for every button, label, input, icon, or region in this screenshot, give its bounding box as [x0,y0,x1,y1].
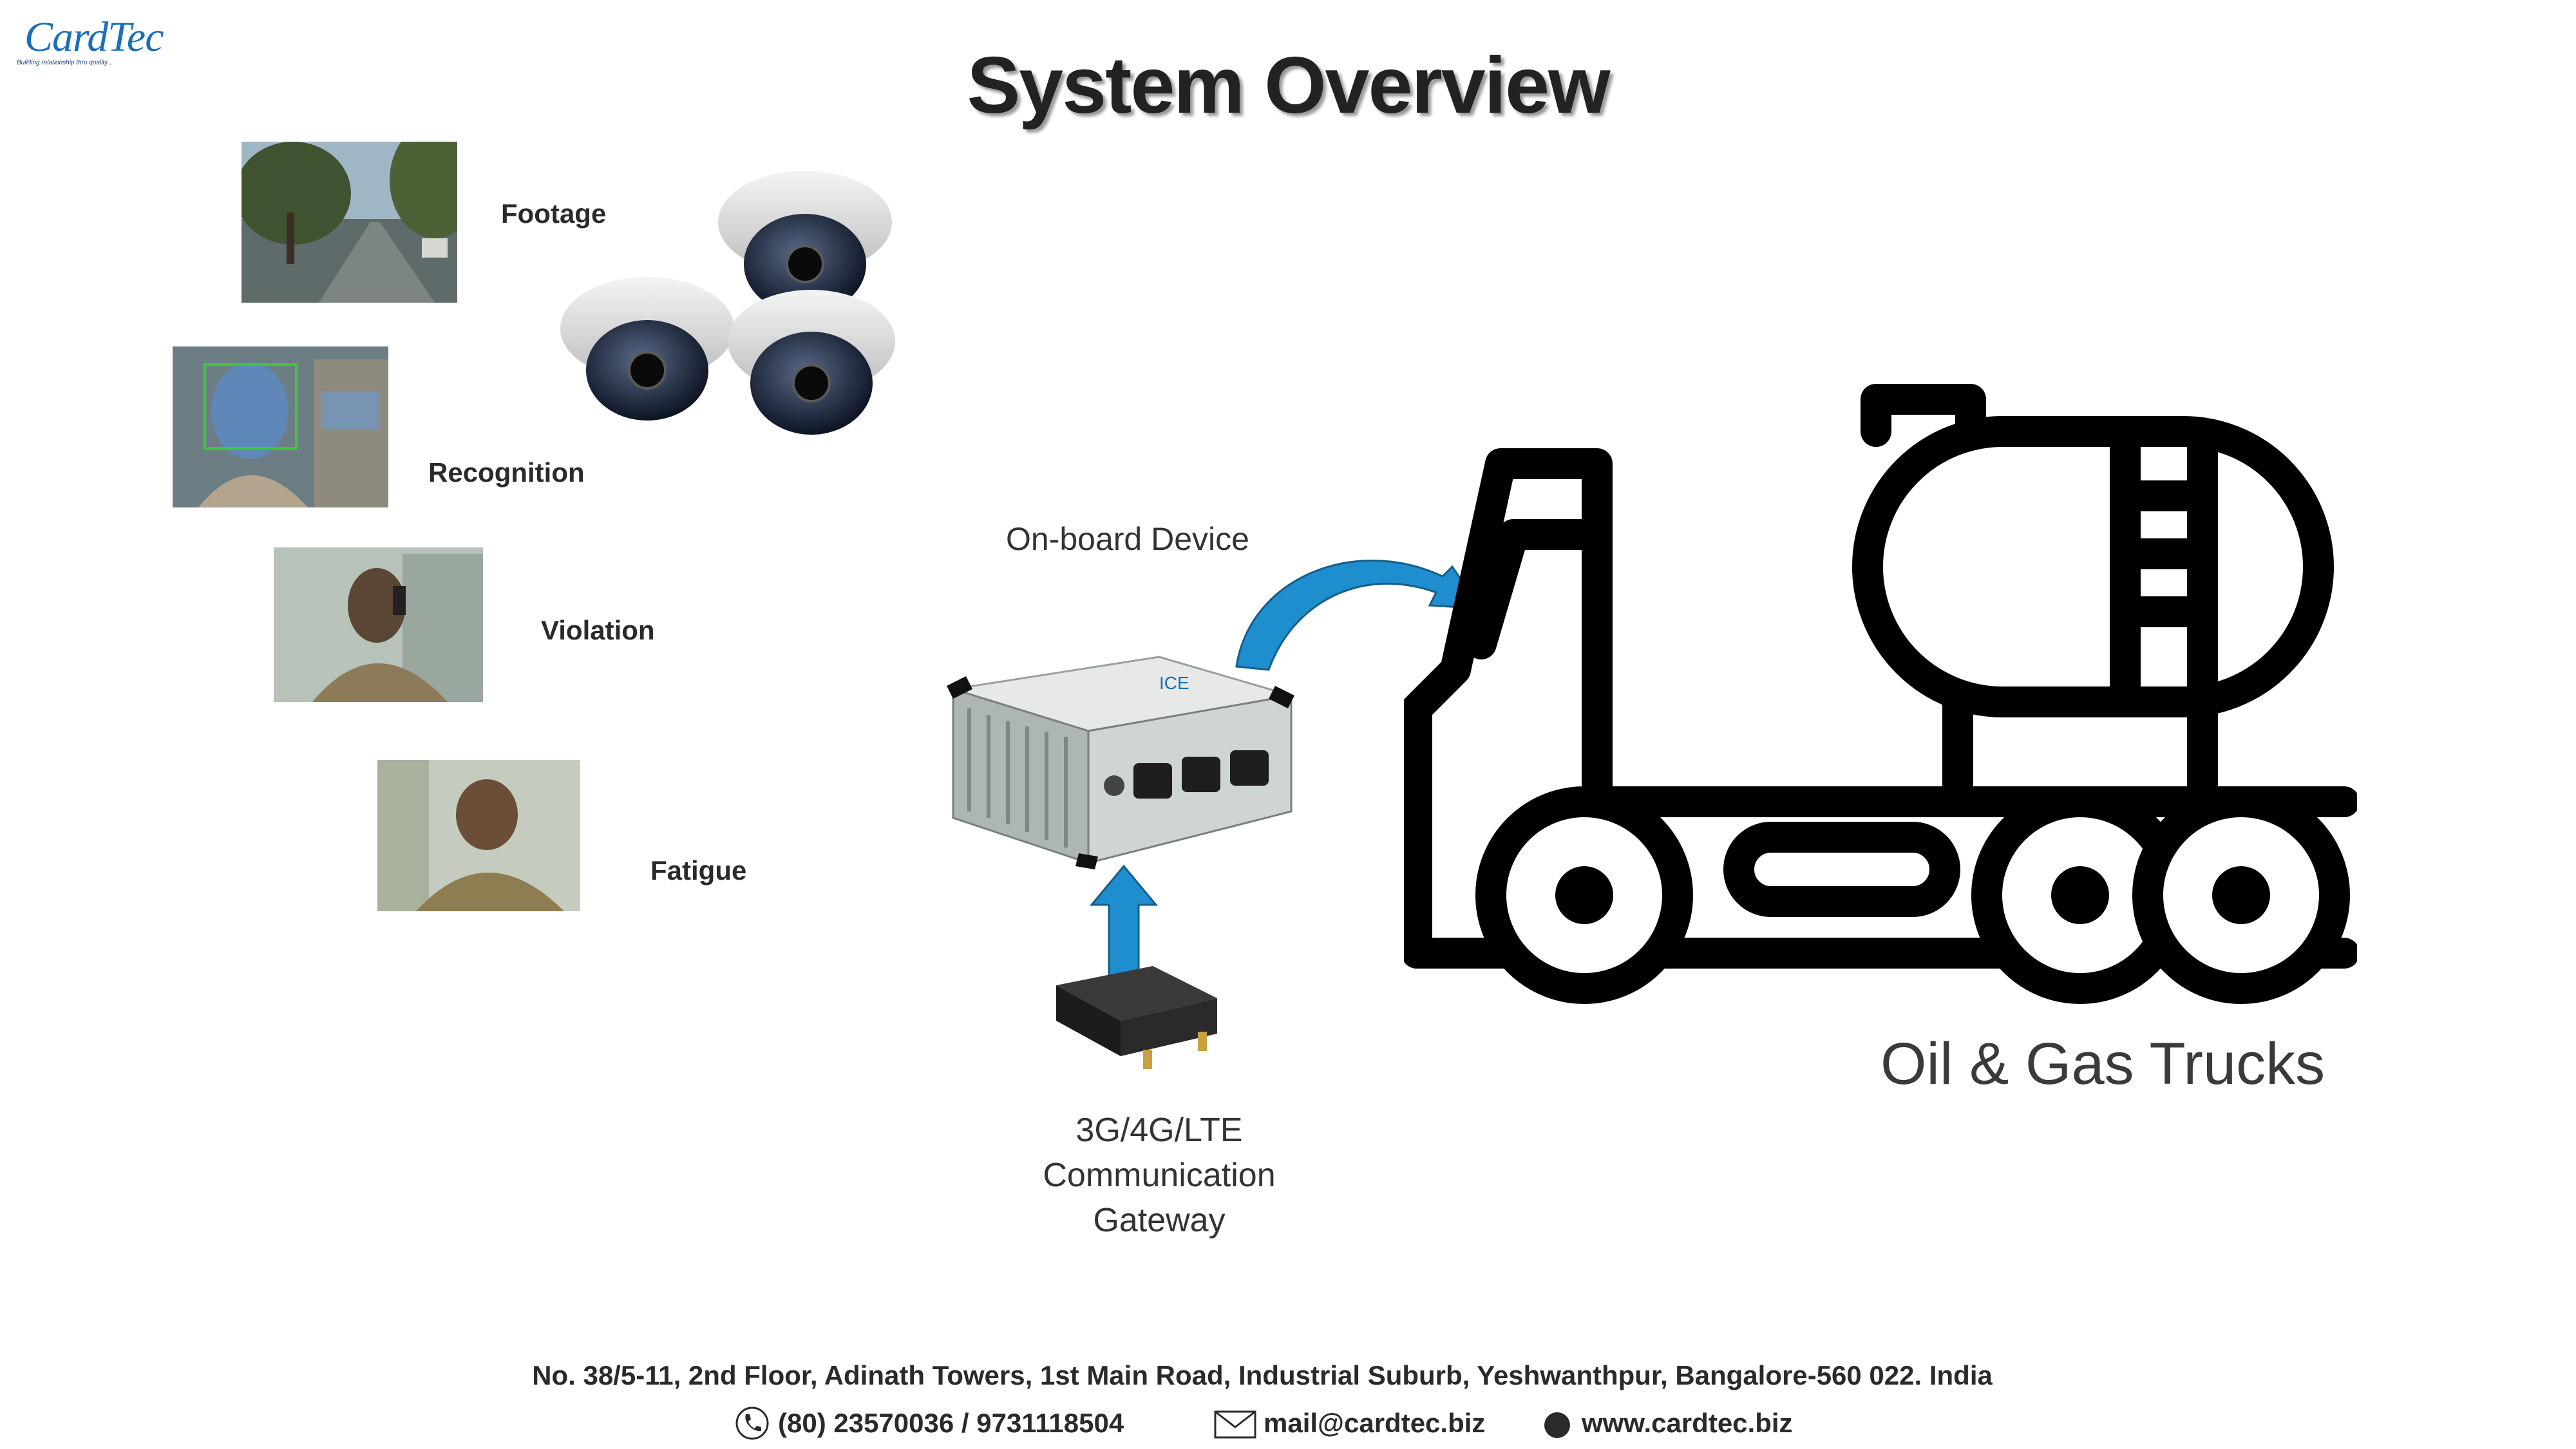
recognition-thumbnail [173,346,388,507]
gateway-device-image [1056,966,1217,1069]
gateway-label-line-1: 3G/4G/LTE [1075,1112,1243,1149]
gateway-label: 3G/4G/LTE Communication Gateway [966,1108,1352,1243]
logo-name: CardTec [24,14,164,61]
violation-label: Violation [541,615,655,645]
gateway-label-line-3: Gateway [1093,1202,1226,1239]
fatigue-label: Fatigue [650,855,747,886]
truck-wheel-rear [2132,786,2350,1004]
onboard-device-label: On-board Device [1006,521,1249,557]
dome-camera-right [728,290,895,435]
footer-address: No. 38/5-11, 2nd Floor, Adinath Towers, … [532,1360,1993,1390]
footer-email[interactable]: mail@cardtec.biz [1264,1408,1486,1438]
dome-camera-top [718,171,892,314]
fatigue-thumbnail [377,760,580,911]
trucks-label: Oil & Gas Trucks [1880,1031,2325,1097]
globe-icon [1544,1412,1570,1438]
mail-icon [1214,1410,1256,1439]
footer-phone: (80) 23570036 / 9731118504 [778,1408,1124,1438]
truck-wheel-front [1475,786,1693,1004]
page-title: System Overview [967,41,1610,130]
onboard-device-image: ICE [947,656,1294,869]
dome-camera-left [560,277,734,421]
company-logo: CardTec Building relationship thru quali… [13,9,164,67]
tanker-truck-icon [1404,384,2357,1004]
svg-text:ICE: ICE [1159,673,1189,693]
violation-thumbnail [274,547,483,702]
gateway-label-line-2: Communication [1043,1157,1276,1194]
footage-thumbnail [242,142,457,303]
logo-tagline: Building relationship thru quality... [17,59,113,66]
phone-icon [735,1406,769,1440]
device-to-truck-arrow [1235,560,1483,671]
dome-cameras-image [560,171,895,435]
footage-label: Footage [501,198,607,229]
footer-website[interactable]: www.cardtec.biz [1582,1408,1793,1438]
recognition-label: Recognition [428,457,585,488]
